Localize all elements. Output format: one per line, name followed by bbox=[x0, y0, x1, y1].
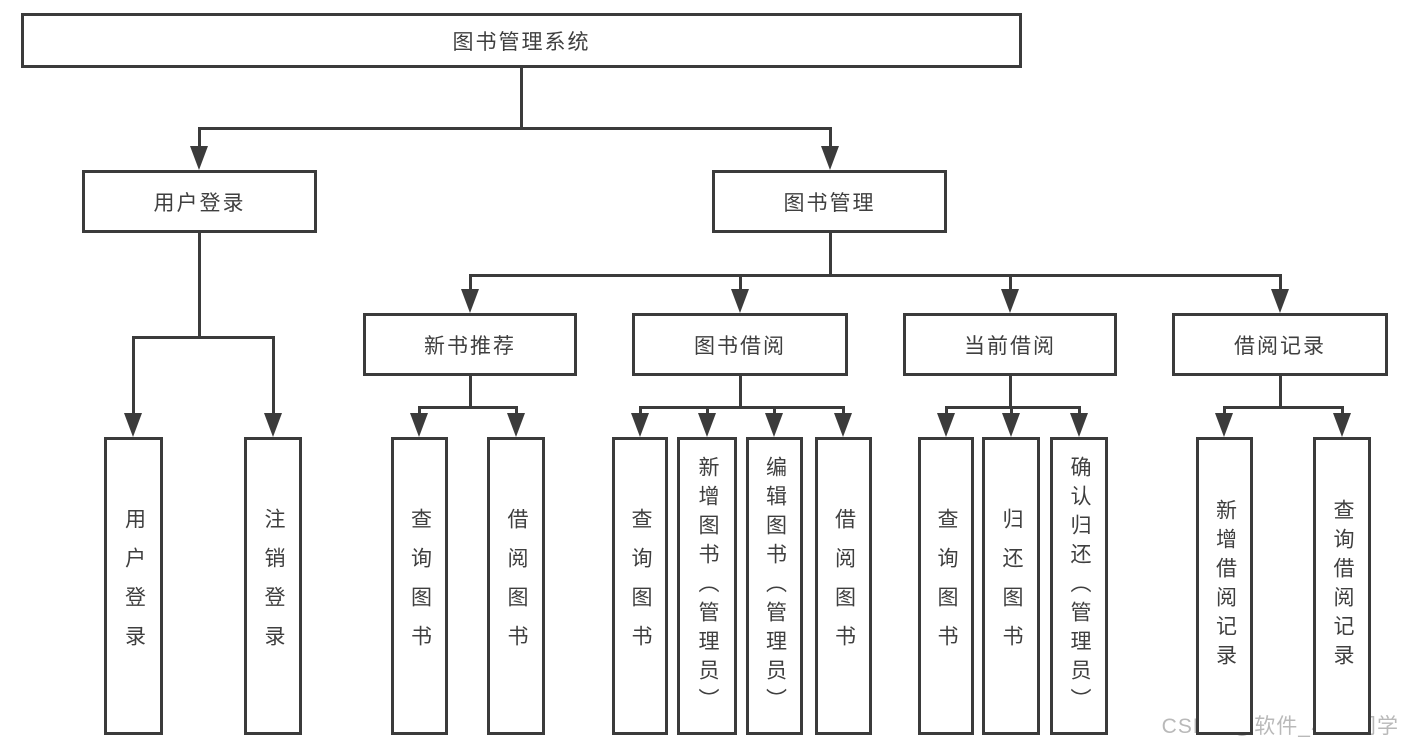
node-label-leaf-nbr-borrow-books: 借阅图书 bbox=[505, 508, 528, 664]
node-root: 图书管理系统 bbox=[21, 13, 1022, 68]
node-leaf-nbr-borrow-books: 借阅图书 bbox=[487, 437, 545, 735]
node-label-leaf-nbr-query-books: 查询图书 bbox=[408, 508, 432, 664]
node-label-book-management: 图书管理 bbox=[783, 191, 876, 215]
node-user-login: 用户登录 bbox=[82, 170, 317, 233]
connector-stem-current-borrowing bbox=[1008, 376, 1012, 409]
node-leaf-cb-return-books: 归还图书 bbox=[982, 437, 1040, 735]
connector-rail-root bbox=[197, 127, 832, 130]
node-book-management: 图书管理 bbox=[712, 170, 947, 233]
node-label-leaf-cb-return-books: 归还图书 bbox=[1000, 508, 1023, 664]
arrow-down-icon bbox=[190, 146, 208, 170]
arrow-down-icon bbox=[410, 413, 428, 437]
node-label-leaf-bb-query-books: 查询图书 bbox=[629, 508, 652, 664]
node-label-new-book-recommend: 新书推荐 bbox=[424, 334, 516, 358]
node-new-book-recommend: 新书推荐 bbox=[363, 313, 577, 376]
arrow-down-icon bbox=[1002, 413, 1020, 437]
node-leaf-bb-add-books: 新增图书（管理员） bbox=[677, 437, 737, 735]
connector-stem-user-login bbox=[197, 233, 201, 339]
connector-rail-book-borrowing bbox=[638, 406, 845, 409]
connector-drop bbox=[271, 339, 275, 431]
arrow-down-icon bbox=[937, 413, 955, 437]
arrow-down-icon bbox=[1215, 413, 1233, 437]
node-book-borrowing: 图书借阅 bbox=[632, 313, 848, 376]
node-label-user-login: 用户登录 bbox=[153, 191, 246, 215]
node-label-leaf-br-add-record: 新增借阅记录 bbox=[1213, 499, 1237, 673]
node-leaf-br-add-record: 新增借阅记录 bbox=[1196, 437, 1253, 735]
node-leaf-cb-query-books: 查询图书 bbox=[918, 437, 974, 735]
node-leaf-cb-confirm-return: 确认归还（管理员） bbox=[1050, 437, 1108, 735]
arrow-down-icon bbox=[507, 413, 525, 437]
node-leaf-nbr-query-books: 查询图书 bbox=[391, 437, 448, 735]
node-leaf-br-query-record: 查询借阅记录 bbox=[1313, 437, 1371, 735]
arrow-down-icon bbox=[124, 413, 142, 437]
node-label-leaf-br-query-record: 查询借阅记录 bbox=[1331, 499, 1354, 673]
node-label-leaf-bb-edit-books: 编辑图书（管理员） bbox=[763, 455, 787, 717]
node-label-leaf-bb-borrow-books: 借阅图书 bbox=[832, 508, 856, 664]
node-label-root: 图书管理系统 bbox=[452, 30, 591, 54]
arrow-down-icon bbox=[1001, 289, 1019, 313]
connector-stem-book-borrowing bbox=[738, 376, 742, 409]
node-label-borrowing-records: 借阅记录 bbox=[1234, 334, 1326, 358]
arrow-down-icon bbox=[1333, 413, 1351, 437]
arrow-down-icon bbox=[765, 413, 783, 437]
node-label-book-borrowing: 图书借阅 bbox=[694, 334, 786, 358]
node-borrowing-records: 借阅记录 bbox=[1172, 313, 1388, 376]
arrow-down-icon bbox=[461, 289, 479, 313]
connector-stem-new-book-recommend bbox=[468, 376, 472, 409]
arrow-down-icon bbox=[731, 289, 749, 313]
node-label-leaf-cb-query-books: 查询图书 bbox=[935, 508, 958, 664]
node-leaf-user-login: 用户登录 bbox=[104, 437, 163, 735]
connector-stem-borrowing-records bbox=[1278, 376, 1282, 409]
arrow-down-icon bbox=[821, 146, 839, 170]
node-leaf-bb-query-books: 查询图书 bbox=[612, 437, 668, 735]
connector-rail-borrowing-records bbox=[1222, 406, 1344, 409]
node-label-leaf-user-login: 用户登录 bbox=[122, 508, 146, 664]
arrow-down-icon bbox=[264, 413, 282, 437]
node-label-leaf-logout: 注销登录 bbox=[262, 508, 285, 664]
node-label-leaf-bb-add-books: 新增图书（管理员） bbox=[696, 455, 719, 717]
node-leaf-bb-borrow-books: 借阅图书 bbox=[815, 437, 872, 735]
connector-rail-current-borrowing bbox=[944, 406, 1081, 409]
arrow-down-icon bbox=[698, 413, 716, 437]
connector-rail-book-management bbox=[468, 274, 1282, 277]
connector-rail-new-book-recommend bbox=[417, 406, 518, 409]
arrow-down-icon bbox=[834, 413, 852, 437]
node-label-leaf-cb-confirm-return: 确认归还（管理员） bbox=[1068, 455, 1091, 717]
node-leaf-bb-edit-books: 编辑图书（管理员） bbox=[746, 437, 803, 735]
node-leaf-logout: 注销登录 bbox=[244, 437, 302, 735]
node-current-borrowing: 当前借阅 bbox=[903, 313, 1117, 376]
connector-stem-root bbox=[519, 68, 523, 130]
arrow-down-icon bbox=[1070, 413, 1088, 437]
connector-drop bbox=[131, 339, 135, 431]
node-label-current-borrowing: 当前借阅 bbox=[964, 334, 1056, 358]
connector-rail-user-login bbox=[131, 336, 275, 339]
arrow-down-icon bbox=[1271, 289, 1289, 313]
arrow-down-icon bbox=[631, 413, 649, 437]
connector-stem-book-management bbox=[828, 233, 832, 277]
